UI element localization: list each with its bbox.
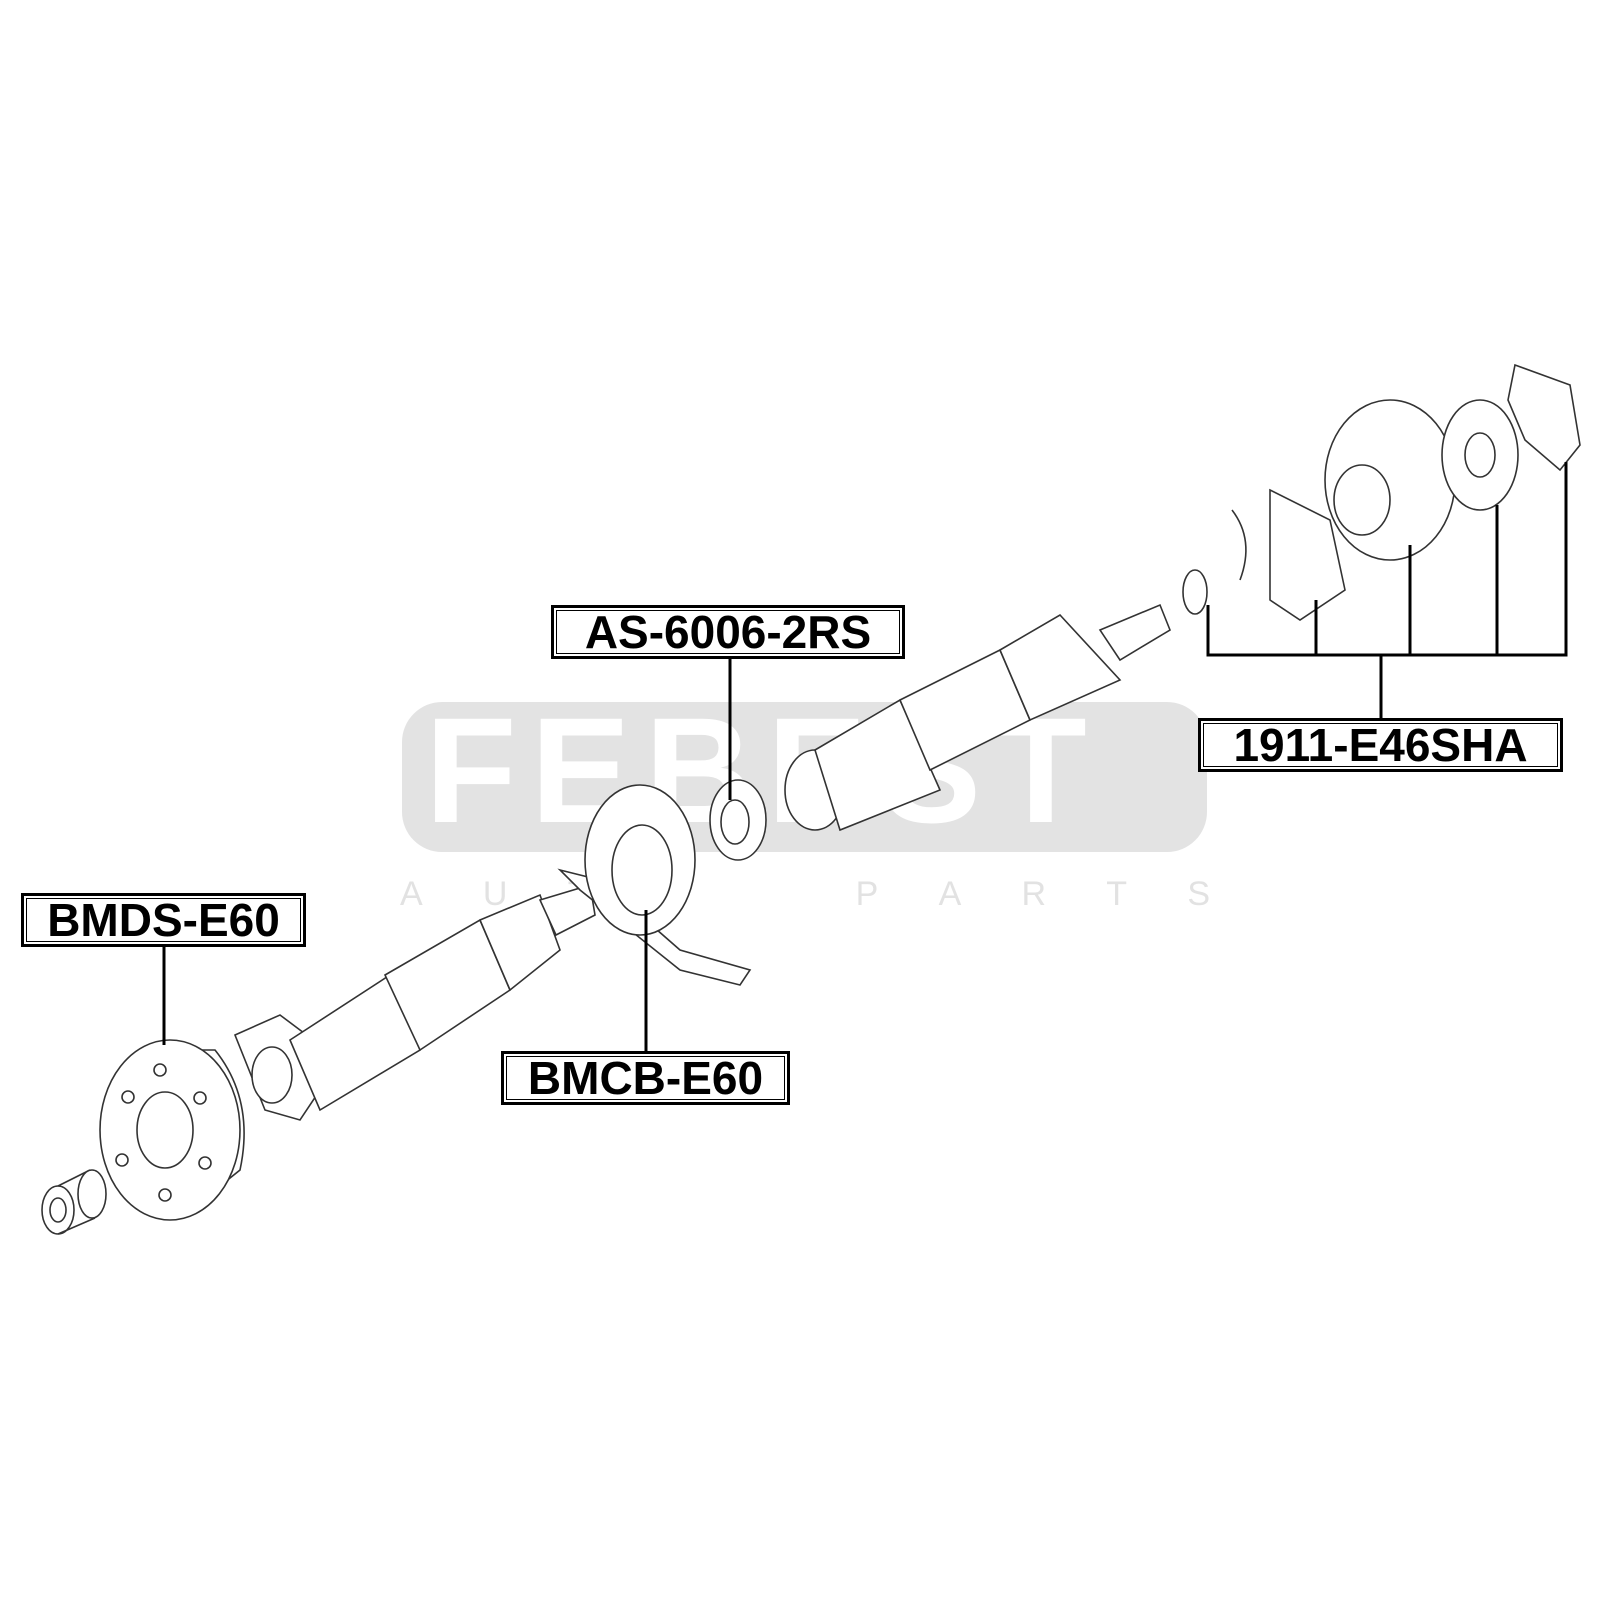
wm-letter: P xyxy=(855,875,879,913)
label-bmds-e60: BMDS-E60 xyxy=(21,893,306,947)
wm-letter: R xyxy=(1021,875,1047,913)
joint-kit xyxy=(1182,363,1581,621)
wm-letter: S xyxy=(1187,875,1210,913)
centering-bushing xyxy=(41,1169,107,1235)
wm-letter: A xyxy=(400,875,423,913)
flex-disc xyxy=(99,1039,245,1221)
rear-propshaft xyxy=(784,603,1171,832)
front-propshaft xyxy=(233,883,596,1121)
label-1911-e46sha: 1911-E46SHA xyxy=(1198,718,1563,772)
wm-letter: T xyxy=(1106,875,1128,913)
center-support xyxy=(557,784,752,986)
wm-letter: U xyxy=(482,875,508,913)
center-bearing xyxy=(709,779,767,861)
label-bmcb-e60: BMCB-E60 xyxy=(501,1051,790,1105)
label-as-6006-2rs: AS-6006-2RS xyxy=(551,605,905,659)
wm-letter: A xyxy=(938,875,962,913)
